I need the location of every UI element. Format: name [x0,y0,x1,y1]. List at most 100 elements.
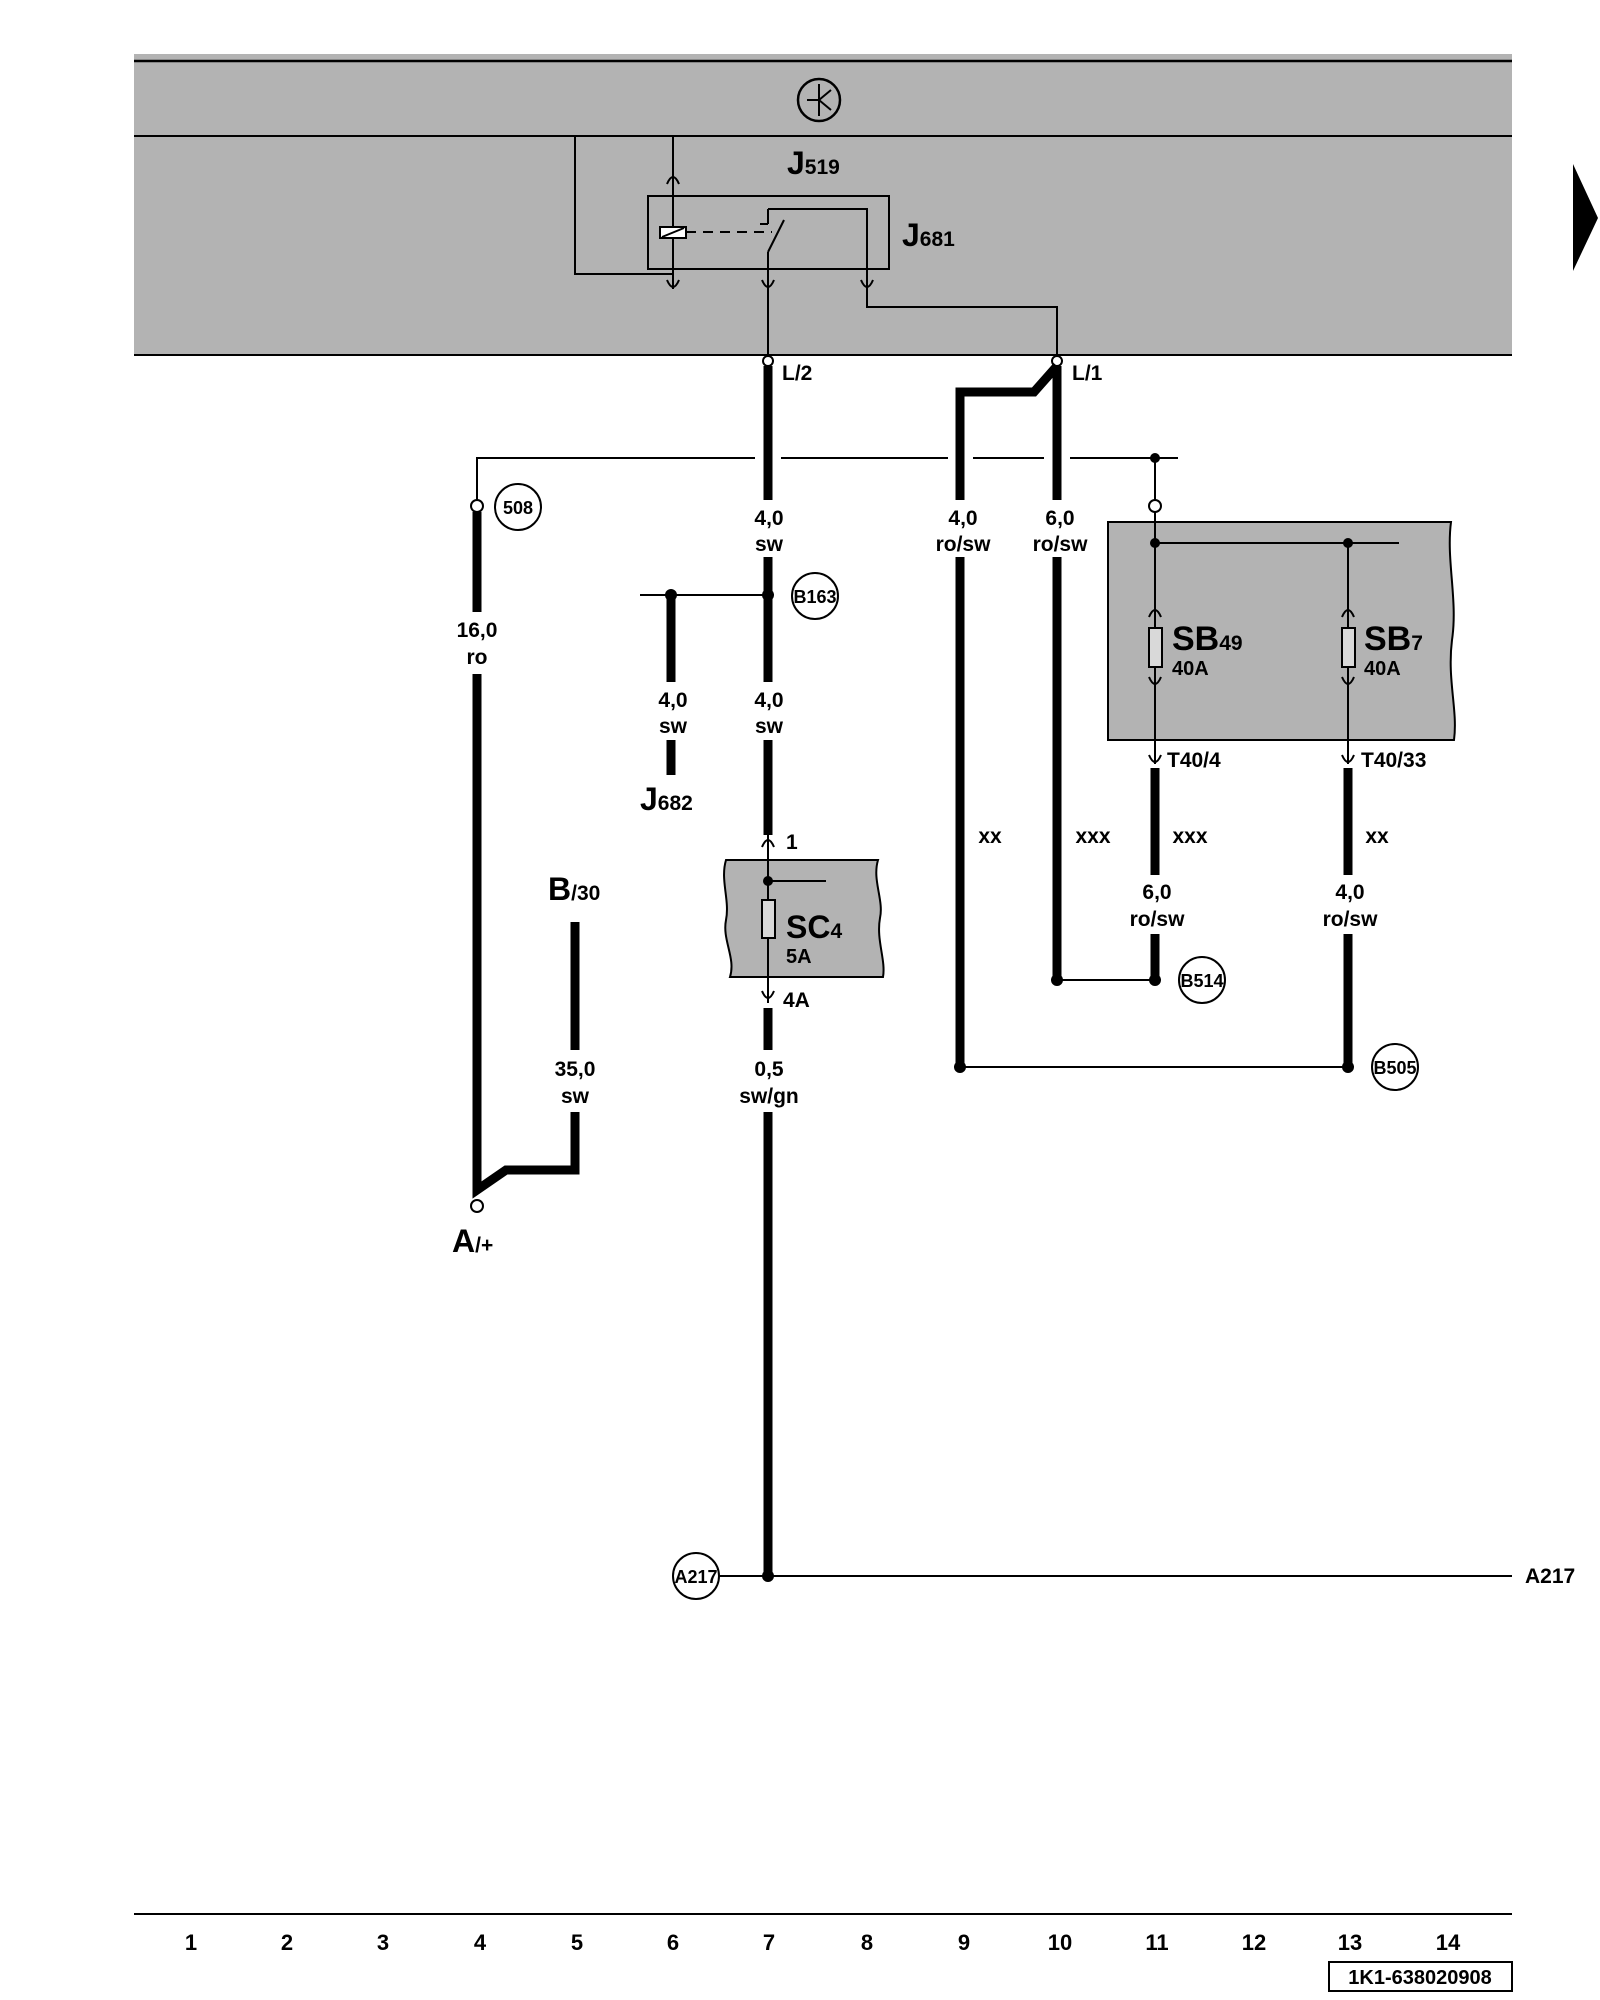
wire-color-col7-mid: sw [755,715,784,738]
b30-sub: /30 [571,882,600,905]
b30-letter: B [548,871,571,907]
sb49-letter: SB [1172,620,1219,658]
relay-carrier-icon [796,77,842,123]
continuation-arrow-icon [1573,164,1598,271]
wire-mark-col13: xx [1365,825,1389,848]
component-label-a-plus: A/+ [452,1223,493,1259]
wire-color-col11: ro/sw [1130,908,1186,931]
wire-color-col9: ro/sw [936,533,992,556]
wire-size-col4: 16,0 [457,619,498,642]
column-number: 3 [377,1930,389,1955]
document-code: 1K1-638020908 [1348,1967,1491,1989]
terminal-sb-feed [1148,499,1162,513]
connector-pin-icon [666,176,680,185]
wire-size-col5: 35,0 [555,1058,596,1081]
wire-color-col10: ro/sw [1033,533,1089,556]
wire-mark-col10: xxx [1075,825,1110,848]
relay-carrier-housing [134,54,1512,356]
wire-size-col6: 4,0 [658,689,687,712]
relay-output-wire [866,289,1058,356]
component-label-j519: J519 [787,145,840,181]
fuse-holder-sb: SB49 40A SB7 40A [1107,458,1456,764]
connection-label-a217: A217 [674,1567,717,1587]
terminal-508 [470,499,484,513]
terminal-a-plus [470,1199,484,1213]
sc4-letter: SC [786,909,830,945]
component-label-j682: J682 [640,781,693,817]
component-label-sb7: SB7 [1364,620,1423,658]
connection-b505: B505 [1371,1043,1419,1091]
wire-color-col4: ro [467,646,488,669]
connector-pin-icon [761,839,775,848]
sc4-sub: 4 [830,920,842,943]
column-number: 2 [281,1930,293,1955]
wire-col7: 4,0 sw 4,0 sw 1 [754,366,798,860]
connection-b514: B514 [1178,956,1226,1004]
wire-mark-col11: xxx [1172,825,1207,848]
wire-col6: 4,0 sw [640,589,768,775]
pin-label-l1: L/1 [1072,362,1103,385]
column-number: 10 [1048,1930,1072,1955]
pin-label-sc4-in: 1 [786,831,798,854]
component-label-sb49: SB49 [1172,620,1243,658]
fuse-holder-sc-outline [723,859,885,978]
j681-letter: J [902,217,920,253]
j519-sub: 519 [805,156,840,179]
connector-pin-icon [761,279,775,288]
wire-mark-col9: xx [978,825,1002,848]
fuse-sb49-icon [1148,627,1163,668]
pin-label-l2: L/2 [782,362,812,385]
connector-pin-icon [666,279,680,288]
fuse-holder-sb-outline [1107,521,1456,741]
connector-pin-icon [860,279,874,288]
relay-switch-icon [760,208,868,289]
j681-sub: 681 [920,228,955,251]
fuse-sb7-icon [1341,627,1356,668]
pin-l2-terminal [762,355,774,367]
column-number: 4 [474,1930,487,1955]
fuse-holder-sc: SC4 5A [723,859,885,1003]
crossover-line [476,453,1178,501]
connection-label-b514: B514 [1180,971,1223,991]
wire-col5: 35,0 sw [555,922,596,1108]
wire-size-col7-top: 4,0 [754,507,783,530]
connection-label-508: 508 [503,498,533,518]
j519-letter: J [787,145,805,181]
connector-pin-icon [1341,676,1355,685]
connection-b163: B163 [791,572,839,620]
column-number: 1 [185,1930,197,1955]
sb7-sub: 7 [1411,632,1423,655]
wire-color-col6: sw [659,715,688,738]
sb7-letter: SB [1364,620,1411,658]
wire-color-col13: ro/sw [1323,908,1379,931]
column-number: 8 [861,1930,873,1955]
wire-size-col7-mid: 4,0 [754,689,783,712]
housing-background [134,54,1512,355]
column-number: 7 [763,1930,775,1955]
connector-pin-icon [1148,609,1162,618]
wire-col11: xxx 6,0 ro/sw [1130,768,1208,986]
component-label-b30: B/30 [548,871,600,907]
connection-label-b163: B163 [793,587,836,607]
connection-508: 508 [494,483,542,531]
j682-sub: 682 [658,792,693,815]
coil-feed-wire [574,136,673,275]
pin-label-sc4-out: 4A [783,989,810,1012]
document-code-box: 1K1-638020908 [1328,1961,1513,1992]
connection-label-b505: B505 [1373,1058,1416,1078]
wire-color-col7-bottom: sw/gn [739,1085,799,1108]
wire-size-col10: 6,0 [1045,507,1074,530]
column-number: 9 [958,1930,970,1955]
column-number: 13 [1338,1930,1362,1955]
connection-reference-a217: A217 [1525,1565,1575,1588]
wire-color-col7-top: sw [755,533,784,556]
column-number: 6 [667,1930,679,1955]
pin-label-t40-33: T40/33 [1361,749,1426,772]
column-number: 12 [1242,1930,1266,1955]
wire-size-col7-bottom: 0,5 [754,1058,784,1081]
wire-color-col5: sw [561,1085,590,1108]
component-label-j681: J681 [902,217,955,253]
pin-label-t40-4: T40/4 [1167,749,1221,772]
